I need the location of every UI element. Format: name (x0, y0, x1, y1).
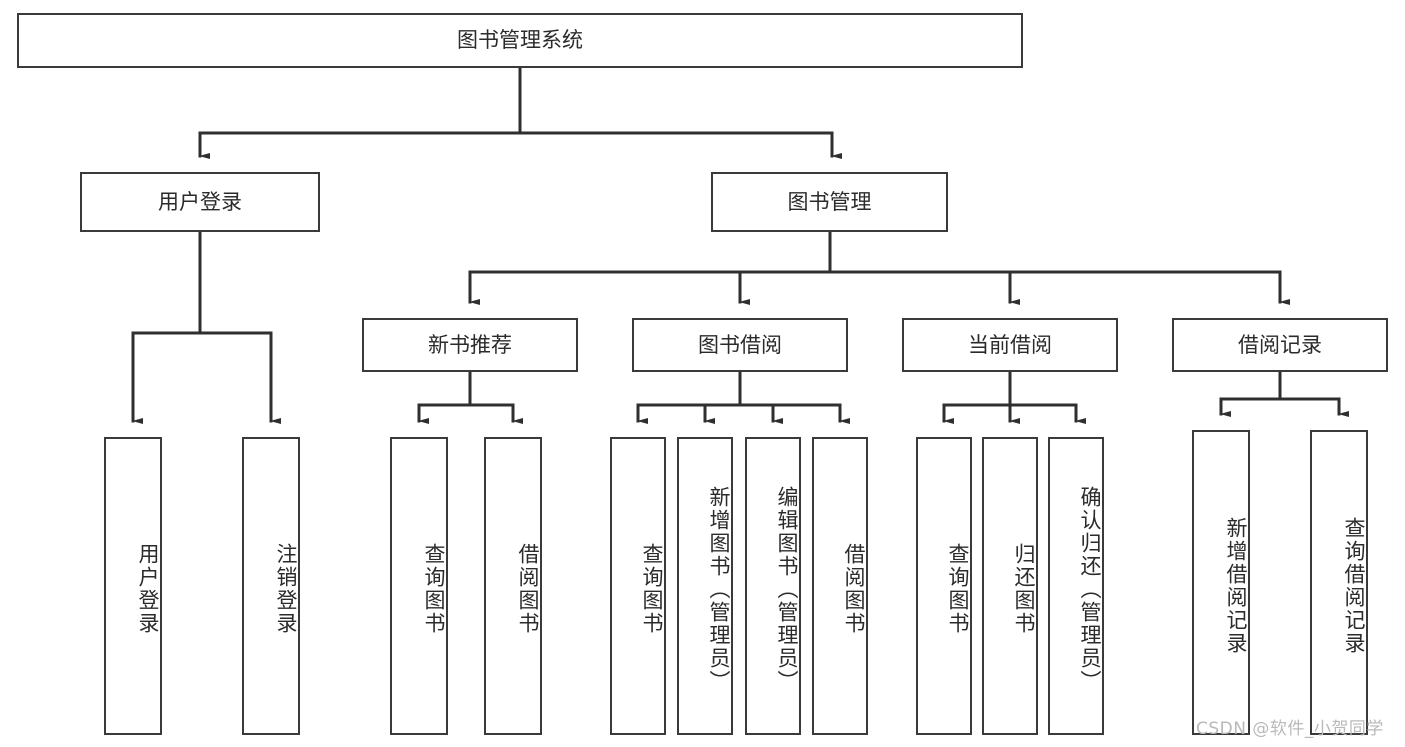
node-new-book-recommend[interactable]: 新书推荐 (362, 318, 578, 372)
leaf-logout-login[interactable]: 注销登录 (242, 437, 300, 735)
leaf-query-borrow-record[interactable]: 查询借阅记录 (1310, 430, 1368, 735)
leaf-query-book-current[interactable]: 查询图书 (916, 437, 972, 735)
csdn-watermark: CSDN @软件_小贺同学 (1196, 719, 1384, 739)
leaf-query-book-recommend[interactable]: 查询图书 (390, 437, 448, 735)
leaf-user-login[interactable]: 用户登录 (104, 437, 162, 735)
leaf-query-book-borrow[interactable]: 查询图书 (610, 437, 666, 735)
leaf-add-borrow-record[interactable]: 新增借阅记录 (1192, 430, 1250, 735)
leaf-borrow-book[interactable]: 借阅图书 (812, 437, 868, 735)
node-borrow-record[interactable]: 借阅记录 (1172, 318, 1388, 372)
leaf-confirm-return-admin[interactable]: 确认归还（管理员） (1048, 437, 1104, 735)
node-current-borrow[interactable]: 当前借阅 (902, 318, 1118, 372)
node-root[interactable]: 图书管理系统 (17, 13, 1023, 68)
leaf-return-book[interactable]: 归还图书 (982, 437, 1038, 735)
node-user-login[interactable]: 用户登录 (80, 172, 320, 232)
leaf-borrow-book-recommend[interactable]: 借阅图书 (484, 437, 542, 735)
node-book-borrow[interactable]: 图书借阅 (632, 318, 848, 372)
leaf-add-book-admin[interactable]: 新增图书（管理员） (677, 437, 733, 735)
node-book-manage[interactable]: 图书管理 (711, 172, 948, 232)
leaf-edit-book-admin[interactable]: 编辑图书（管理员） (745, 437, 801, 735)
